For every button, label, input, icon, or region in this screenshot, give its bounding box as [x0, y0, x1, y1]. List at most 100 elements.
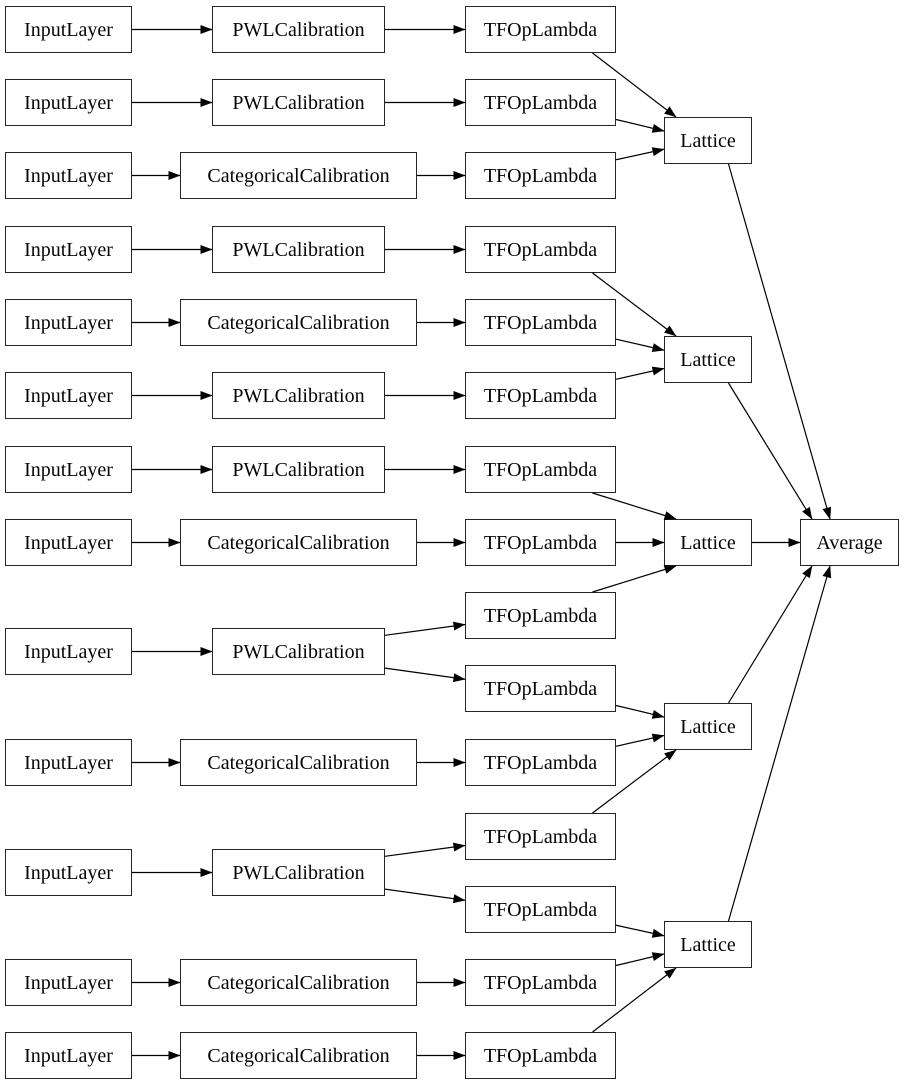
- node-pwlcalibration: PWLCalibration: [212, 628, 385, 675]
- edge-t2-lat1: [615, 118, 665, 133]
- edge-t6-lat2: [615, 366, 665, 380]
- node-label: TFOpLambda: [483, 1044, 598, 1067]
- node-label: PWLCalibration: [232, 18, 365, 41]
- node-label: TFOpLambda: [483, 18, 598, 41]
- node-tfoplambda: TFOpLambda: [465, 446, 616, 493]
- node-lattice: Lattice: [664, 703, 752, 750]
- node-tfoplambda: TFOpLambda: [465, 372, 616, 419]
- node-label: InputLayer: [24, 861, 113, 884]
- node-categoricalcalibration: CategoricalCalibration: [180, 1032, 417, 1079]
- node-label: PWLCalibration: [232, 458, 365, 481]
- edge-t9-lat3: [592, 565, 677, 593]
- node-label: TFOpLambda: [483, 604, 598, 627]
- edge-t13-lat5: [615, 924, 665, 938]
- node-inputlayer: InputLayer: [5, 739, 132, 786]
- node-tfoplambda: TFOpLambda: [465, 665, 616, 712]
- node-label: InputLayer: [24, 91, 113, 114]
- node-inputlayer: InputLayer: [5, 79, 132, 126]
- node-pwlcalibration: PWLCalibration: [212, 446, 385, 493]
- node-inputlayer: InputLayer: [5, 628, 132, 675]
- node-label: CategoricalCalibration: [207, 164, 390, 187]
- node-lattice: Lattice: [664, 336, 752, 383]
- node-label: PWLCalibration: [232, 861, 365, 884]
- node-label: TFOpLambda: [483, 531, 598, 554]
- node-label: TFOpLambda: [483, 677, 598, 700]
- node-inputlayer: InputLayer: [5, 299, 132, 346]
- node-label: TFOpLambda: [483, 384, 598, 407]
- node-label: TFOpLambda: [483, 825, 598, 848]
- node-label: InputLayer: [24, 18, 113, 41]
- edge-t14-lat5: [615, 952, 665, 967]
- node-label: InputLayer: [24, 311, 113, 334]
- edge-lat4-avg: [727, 565, 813, 704]
- node-label: TFOpLambda: [483, 458, 598, 481]
- edge-t11-lat4: [615, 733, 665, 747]
- node-label: CategoricalCalibration: [207, 971, 390, 994]
- node-pwlcalibration: PWLCalibration: [212, 849, 385, 896]
- node-tfoplambda: TFOpLambda: [465, 592, 616, 639]
- node-label: Lattice: [680, 531, 736, 554]
- node-label: Lattice: [680, 933, 736, 956]
- node-label: CategoricalCalibration: [207, 311, 390, 334]
- node-label: TFOpLambda: [483, 91, 598, 114]
- node-inputlayer: InputLayer: [5, 1032, 132, 1079]
- node-tfoplambda: TFOpLambda: [465, 6, 616, 53]
- node-lattice: Lattice: [664, 519, 752, 566]
- node-label: TFOpLambda: [483, 311, 598, 334]
- node-inputlayer: InputLayer: [5, 519, 132, 566]
- node-tfoplambda: TFOpLambda: [465, 1032, 616, 1079]
- node-label: TFOpLambda: [483, 238, 598, 261]
- node-categoricalcalibration: CategoricalCalibration: [180, 299, 417, 346]
- edge-t10-lat4: [615, 704, 665, 719]
- node-label: TFOpLambda: [483, 898, 598, 921]
- node-tfoplambda: TFOpLambda: [465, 813, 616, 860]
- node-categoricalcalibration: CategoricalCalibration: [180, 959, 417, 1006]
- edge-t5-lat2: [615, 338, 665, 353]
- node-inputlayer: InputLayer: [5, 152, 132, 199]
- node-tfoplambda: TFOpLambda: [465, 152, 616, 199]
- node-label: PWLCalibration: [232, 384, 365, 407]
- node-lattice: Lattice: [664, 921, 752, 968]
- node-label: Lattice: [680, 129, 736, 152]
- edge-lat2-avg: [727, 382, 813, 520]
- node-label: CategoricalCalibration: [207, 751, 390, 774]
- node-label: Lattice: [680, 715, 736, 738]
- node-inputlayer: InputLayer: [5, 226, 132, 273]
- edge-t7-lat3: [592, 492, 677, 520]
- node-pwlcalibration: PWLCalibration: [212, 6, 385, 53]
- node-tfoplambda: TFOpLambda: [465, 959, 616, 1006]
- node-label: Average: [816, 531, 883, 554]
- node-label: TFOpLambda: [483, 164, 598, 187]
- node-label: InputLayer: [24, 164, 113, 187]
- node-label: InputLayer: [24, 531, 113, 554]
- node-label: InputLayer: [24, 384, 113, 407]
- node-label: InputLayer: [24, 971, 113, 994]
- node-tfoplambda: TFOpLambda: [465, 886, 616, 933]
- node-tfoplambda: TFOpLambda: [465, 519, 616, 566]
- node-label: CategoricalCalibration: [207, 531, 390, 554]
- node-tfoplambda: TFOpLambda: [465, 299, 616, 346]
- node-label: TFOpLambda: [483, 971, 598, 994]
- node-label: TFOpLambda: [483, 751, 598, 774]
- node-pwlcalibration: PWLCalibration: [212, 226, 385, 273]
- node-inputlayer: InputLayer: [5, 849, 132, 896]
- node-label: PWLCalibration: [232, 91, 365, 114]
- node-label: InputLayer: [24, 751, 113, 774]
- node-tfoplambda: TFOpLambda: [465, 739, 616, 786]
- node-pwlcalibration: PWLCalibration: [212, 372, 385, 419]
- node-label: InputLayer: [24, 640, 113, 663]
- node-inputlayer: InputLayer: [5, 959, 132, 1006]
- node-average: Average: [800, 519, 899, 566]
- node-label: InputLayer: [24, 1044, 113, 1067]
- edge-c11-t13: [384, 888, 466, 904]
- node-categoricalcalibration: CategoricalCalibration: [180, 519, 417, 566]
- edge-c9-t9: [384, 621, 466, 636]
- node-label: CategoricalCalibration: [207, 1044, 390, 1067]
- edge-c11-t12: [384, 842, 466, 857]
- node-label: Lattice: [680, 348, 736, 371]
- edge-t3-lat1: [615, 147, 665, 161]
- node-tfoplambda: TFOpLambda: [465, 79, 616, 126]
- node-categoricalcalibration: CategoricalCalibration: [180, 152, 417, 199]
- node-pwlcalibration: PWLCalibration: [212, 79, 385, 126]
